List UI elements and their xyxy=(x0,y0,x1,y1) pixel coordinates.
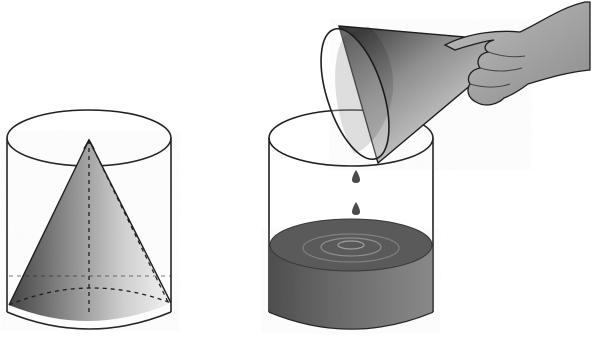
water-drop-1 xyxy=(352,170,360,183)
left-panel-cone-inside-cylinder xyxy=(7,110,171,329)
right-panel-pouring-water xyxy=(269,2,590,329)
water-drop-2 xyxy=(352,202,360,215)
water-surface xyxy=(270,219,432,271)
left-cone-body xyxy=(9,140,171,321)
